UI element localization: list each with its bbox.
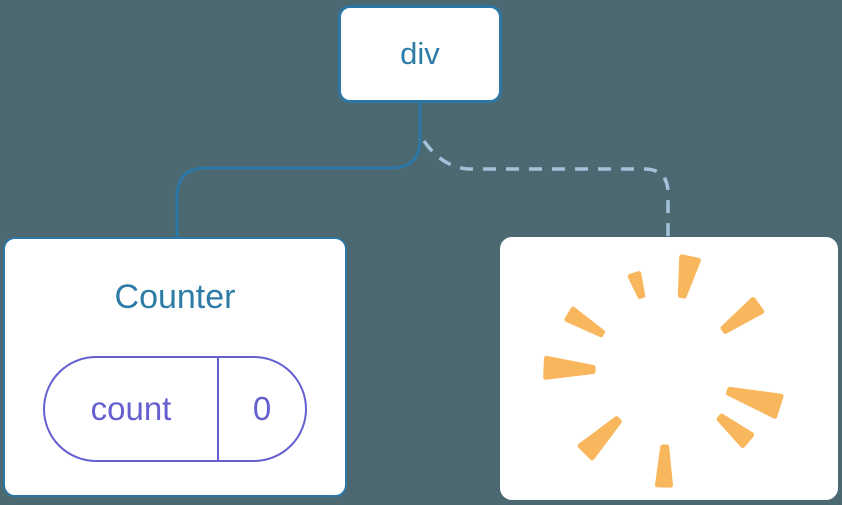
poof-spark-ray xyxy=(655,444,673,488)
edge-solid-to-counter xyxy=(175,103,422,238)
state-key: count xyxy=(45,358,219,460)
component-title: Counter xyxy=(114,278,236,316)
poof-spark-ray xyxy=(716,413,755,448)
root-node-label: div xyxy=(400,36,440,71)
root-node-div: div xyxy=(338,5,502,103)
state-pill: count 0 xyxy=(43,356,307,462)
edge-dashed-to-removed xyxy=(422,139,670,238)
poof-spark-ray xyxy=(543,355,596,380)
state-value: 0 xyxy=(252,390,272,427)
poof-spark-ray xyxy=(677,254,701,299)
removed-component-card xyxy=(500,237,838,500)
poof-spark-ray xyxy=(564,306,605,338)
poof-spark-ray xyxy=(627,271,646,299)
counter-component-card: Counter count 0 xyxy=(3,237,347,497)
poof-icon xyxy=(543,254,784,488)
poof-spark-ray xyxy=(726,386,784,419)
poof-spark-ray xyxy=(577,416,622,461)
poof-spark-ray xyxy=(720,297,765,334)
